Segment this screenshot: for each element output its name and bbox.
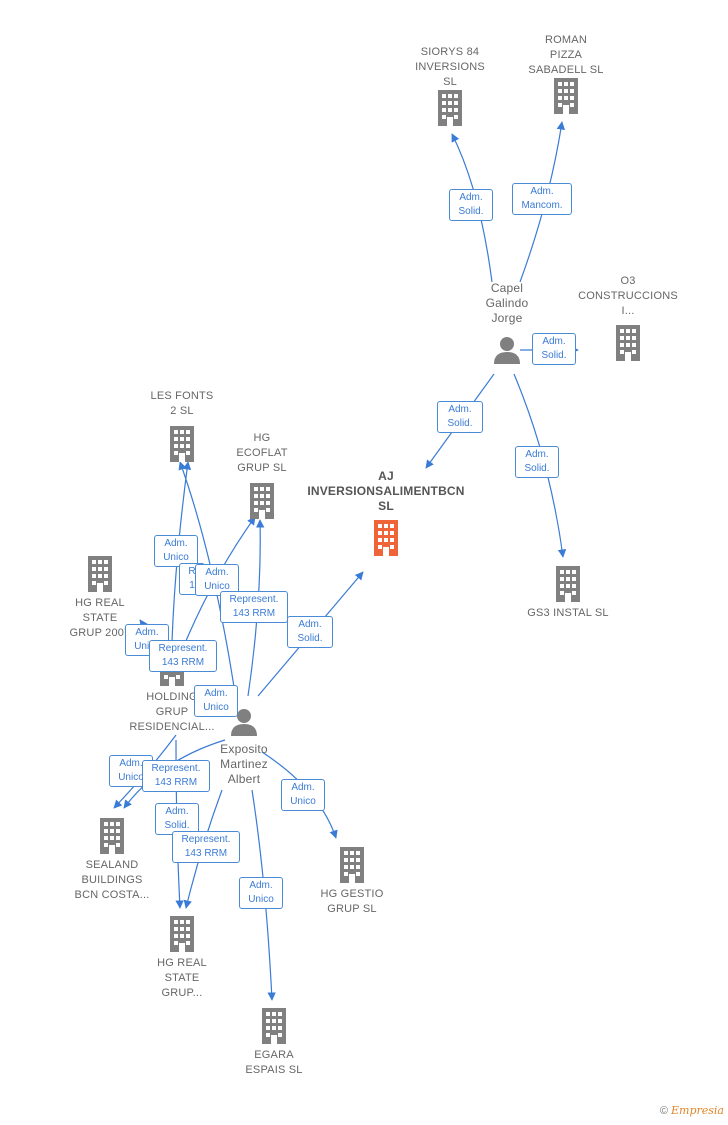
building-icon (616, 325, 640, 361)
brand-logo: Empresia (671, 1104, 724, 1117)
edge-label[interactable]: Adm. Solid. (449, 189, 493, 221)
edge-label[interactable]: Adm. Unico (281, 779, 325, 811)
edge-label[interactable]: Represent. 143 RRM (149, 640, 217, 672)
node-label: SEALAND BUILDINGS BCN COSTA... (74, 859, 150, 901)
building-icon (88, 556, 112, 592)
node-o3[interactable]: O3 CONSTRUCCIONS I... (570, 274, 686, 361)
building-icon (554, 78, 578, 114)
edge-label[interactable]: Adm. Unico (194, 685, 238, 717)
edge-label[interactable]: Adm. Solid. (437, 401, 483, 433)
node-label: HOLDING GRUP RESIDENCIAL... (129, 691, 215, 733)
node-label: GS3 INSTAL SL (527, 607, 609, 619)
edge-label[interactable]: Adm. Unico (195, 564, 239, 596)
node-label: Exposito Martinez Albert (220, 742, 268, 786)
edge-label[interactable]: Adm. Mancom. (512, 183, 572, 215)
node-exposito[interactable]: Exposito Martinez Albert (204, 708, 284, 787)
node-label: Capel Galindo Jorge (485, 281, 529, 325)
node-label: HG GESTIO GRUP SL (320, 888, 384, 915)
node-hg-real-grup[interactable]: HG REAL STATE GRUP... (140, 916, 224, 1001)
edge-label[interactable]: Represent. 143 RRM (172, 831, 240, 863)
node-sealand[interactable]: SEALAND BUILDINGS BCN COSTA... (60, 818, 164, 903)
edge-label[interactable]: Represent. 143 RRM (220, 591, 288, 623)
node-siorys[interactable]: SIORYS 84 INVERSIONS SL (400, 45, 500, 126)
building-icon (374, 520, 398, 556)
node-hg-ecoflat[interactable]: HG ECOFLAT GRUP SL (218, 431, 306, 519)
edge-label[interactable]: Adm. Solid. (287, 616, 333, 648)
person-icon (231, 709, 257, 736)
copyright-symbol: © (659, 1105, 668, 1117)
node-egara[interactable]: EGARA ESPAIS SL (230, 1008, 318, 1078)
edge-label[interactable]: Adm. Solid. (515, 446, 559, 478)
node-label: SIORYS 84 INVERSIONS SL (415, 46, 485, 88)
node-gs3[interactable]: GS3 INSTAL SL (516, 566, 620, 621)
node-label: ROMAN PIZZA SABADELL SL (528, 34, 604, 76)
building-icon (340, 847, 364, 883)
node-label: HG REAL STATE GRUP 2007 (69, 597, 131, 639)
node-capel[interactable]: Capel Galindo Jorge (467, 281, 547, 364)
building-icon (556, 566, 580, 602)
node-label: O3 CONSTRUCCIONS I... (578, 275, 678, 317)
edge-label[interactable]: Adm. Unico (239, 877, 283, 909)
building-icon (100, 818, 124, 854)
building-icon (170, 426, 194, 462)
node-label: LES FONTS 2 SL (150, 390, 214, 417)
node-label: EGARA ESPAIS SL (245, 1049, 303, 1076)
edge-label[interactable]: Adm. Solid. (532, 333, 576, 365)
node-label: AJ INVERSIONSALIMENTBCN SL (307, 469, 465, 513)
building-icon (262, 1008, 286, 1044)
node-les-fonts[interactable]: LES FONTS 2 SL (136, 389, 228, 462)
edge-label[interactable]: Adm. Unico (154, 535, 198, 567)
node-label: HG REAL STATE GRUP... (157, 957, 207, 999)
edge-label[interactable]: Represent. 143 RRM (142, 760, 210, 792)
node-hg-real-2007[interactable]: HG REAL STATE GRUP 2007 (52, 556, 148, 641)
edge-label[interactable]: Adm. Solid. (155, 803, 199, 835)
footer-brand[interactable]: © Empresia (660, 1104, 724, 1117)
node-hg-gestio[interactable]: HG GESTIO GRUP SL (308, 847, 396, 917)
person-icon (494, 337, 520, 364)
node-roman[interactable]: ROMAN PIZZA SABADELL SL (516, 33, 616, 114)
node-aj-focus[interactable]: AJ INVERSIONSALIMENTBCN SL (296, 469, 476, 556)
building-icon (438, 90, 462, 126)
building-icon (250, 483, 274, 519)
node-label: HG ECOFLAT GRUP SL (236, 432, 288, 474)
building-icon (170, 916, 194, 952)
